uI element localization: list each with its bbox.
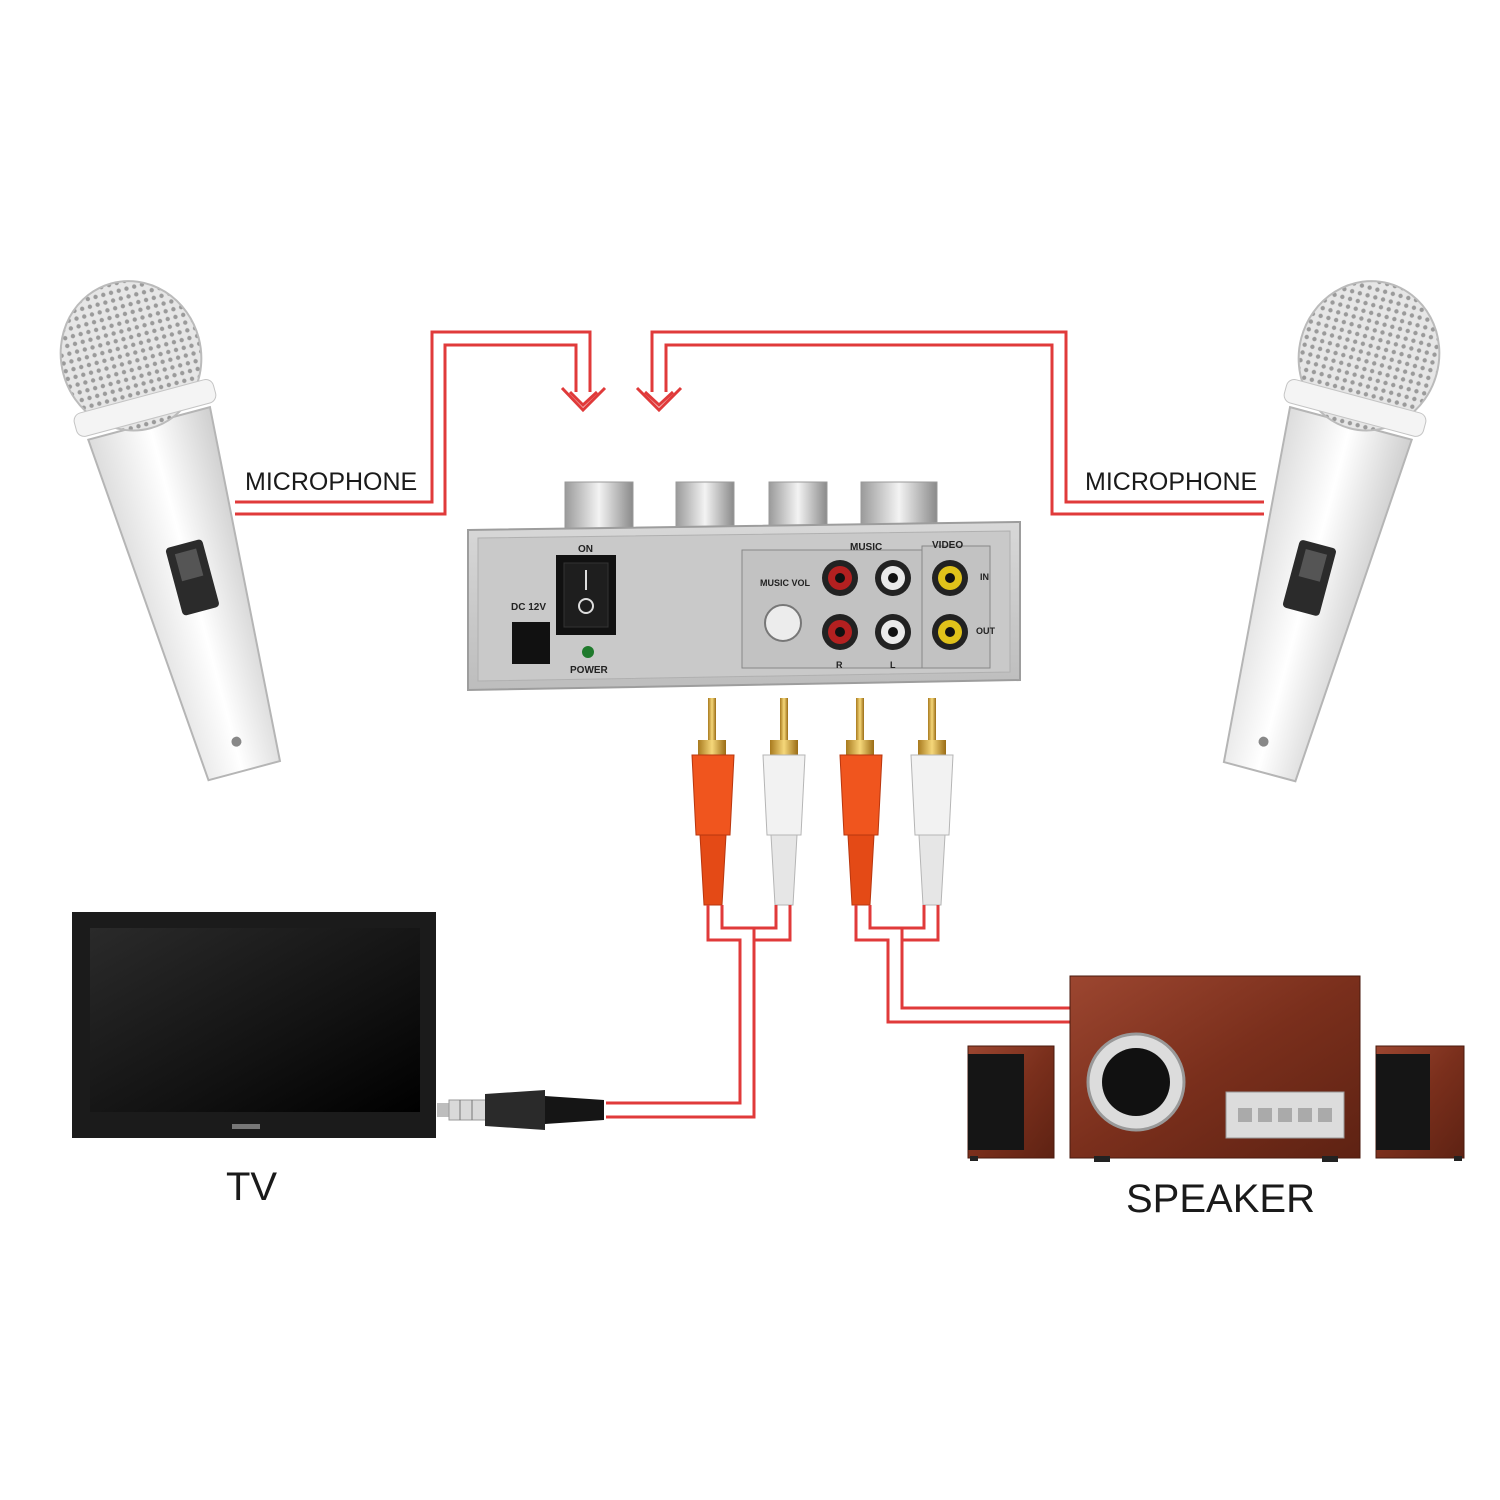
l-label: L [890, 660, 896, 670]
knob [564, 481, 634, 531]
arrow-down-icon [635, 386, 683, 413]
music-vol-label: MUSIC VOL [760, 578, 811, 588]
rca-plug-white-right-icon [910, 698, 954, 906]
rca-jack [822, 614, 858, 650]
mic-left-wire [235, 330, 592, 516]
music-group-label: MUSIC [850, 542, 882, 553]
rca-plug-white-left-icon [762, 698, 806, 906]
in-label: IN [980, 572, 989, 582]
microphone-left-icon [59, 280, 282, 782]
tv-icon [72, 912, 436, 1138]
speaker-system-icon [967, 975, 1465, 1162]
dc-label: DC 12V [511, 602, 546, 613]
tv-audio-wire [606, 905, 792, 1119]
microphone-right-label: MICROPHONE [1085, 468, 1257, 496]
rca-plug-red-left-icon [691, 698, 735, 906]
microphone-right-icon [1222, 280, 1441, 783]
power-label: POWER [570, 665, 609, 676]
knob [675, 481, 735, 531]
speaker-audio-wire [854, 905, 1072, 1024]
on-label: ON [578, 544, 593, 555]
video-group-label: VIDEO [932, 540, 963, 551]
speaker-label: SPEAKER [1126, 1177, 1315, 1221]
r-label: R [836, 660, 843, 670]
music-vol-knob [764, 604, 802, 642]
out-label: OUT [976, 626, 996, 636]
arrow-down-icon [560, 386, 607, 413]
audio-jack-icon [437, 1090, 604, 1130]
mic-right-wire [650, 330, 1264, 516]
rca-jack [822, 560, 858, 596]
power-led [582, 646, 594, 658]
rca-jack [875, 560, 911, 596]
rca-jack [932, 614, 968, 650]
microphone-left-label: MICROPHONE [245, 468, 417, 496]
rca-plug-red-right-icon [839, 698, 883, 906]
karaoke-mixer-icon: DC 12V ON POWER MUSIC VIDEO MUSIC VOL IN… [467, 481, 1021, 692]
knob [768, 481, 828, 531]
rca-jack [932, 560, 968, 596]
rca-jack [875, 614, 911, 650]
tv-label: TV [226, 1165, 277, 1209]
